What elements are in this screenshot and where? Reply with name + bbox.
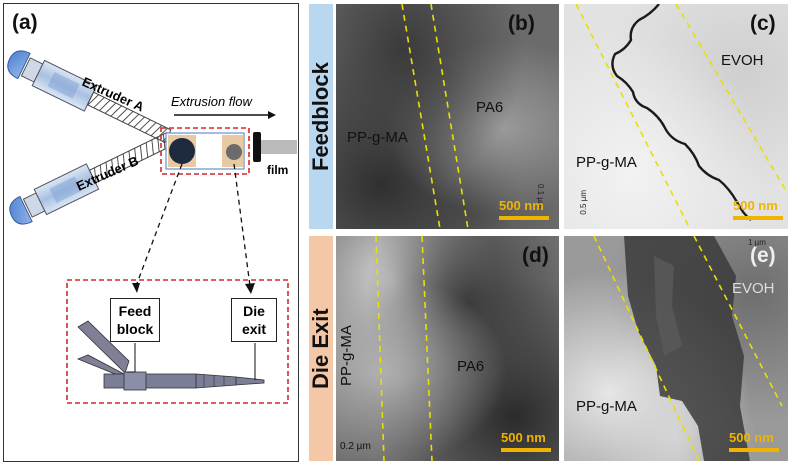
die-exit-callout: Die exit: [231, 298, 277, 342]
panel-e-small-scale: 1 µm: [748, 238, 766, 247]
panel-d-label: (d): [522, 244, 549, 267]
panel-e-label: (e): [750, 244, 776, 267]
extruder-a: [7, 50, 172, 144]
panel-b-scale-text: 500 nm: [499, 198, 544, 213]
coextrusion-schematic: [7, 50, 297, 404]
panel-b-scale-bar: [499, 216, 549, 220]
panel-a-schematic: (a) Extruder A Extruder B Extrusion flow…: [3, 3, 299, 462]
panel-c-label: (c): [750, 12, 776, 35]
panel-d-material-right: PA6: [457, 358, 485, 375]
extrusion-flow-label: Extrusion flow: [171, 94, 252, 109]
panel-c-micrograph: (c) EVOH PP-g-MA 0.5 µm 500 nm: [564, 4, 788, 229]
panel-d-material-left: PP-g-MA: [338, 325, 355, 386]
panel-d-scale-bar: [501, 448, 551, 452]
feedblock-cross-section: [169, 138, 195, 164]
panel-e-scale-bar: [729, 448, 779, 452]
extruder-b: [9, 131, 174, 225]
panel-e-material-top: EVOH: [732, 280, 775, 297]
hopper-a-icon: [7, 50, 31, 80]
panel-c-scale-text: 500 nm: [733, 198, 778, 213]
feed-block-callout: Feed block: [110, 298, 160, 342]
zoom-box: [160, 127, 250, 175]
panel-a-label: (a): [12, 11, 38, 34]
panel-c-small-scale: 0.5 µm: [579, 190, 588, 215]
panel-b-micrograph: (b) PP-g-MA PA6 0.1 µm 500 nm: [336, 4, 559, 229]
panel-c-scale-bar: [733, 216, 783, 220]
feedblock-die-assembly: [160, 127, 297, 175]
panel-c-material-bottom: PP-g-MA: [576, 154, 637, 171]
hopper-b-icon: [9, 195, 33, 225]
film-strip: [261, 140, 297, 154]
panel-c-material-top: EVOH: [721, 52, 764, 69]
panel-e-micrograph: (e) EVOH PP-g-MA 1 µm 500 nm: [564, 236, 788, 461]
panel-d-small-scale: 0.2 µm: [340, 441, 371, 452]
panel-b-label: (b): [508, 12, 535, 35]
die-cross-section: [226, 144, 242, 160]
inset-die-geometry: [76, 320, 265, 391]
film-label: film: [267, 163, 289, 177]
feedblock-row-label: Feedblock: [308, 4, 333, 229]
panel-b-material-right: PA6: [476, 99, 504, 116]
panel-d-micrograph: (d) PP-g-MA PA6 0.2 µm 500 nm: [336, 236, 559, 461]
die-exit-row-label: Die Exit: [308, 236, 333, 461]
panel-b-material-left: PP-g-MA: [347, 129, 408, 146]
panel-e-material-bottom: PP-g-MA: [576, 398, 637, 415]
inset-box: [66, 279, 289, 404]
panel-e-scale-text: 500 nm: [729, 430, 774, 445]
panel-b-small-scale: 0.1 µm: [536, 184, 545, 209]
panel-d-scale-text: 500 nm: [501, 430, 546, 445]
